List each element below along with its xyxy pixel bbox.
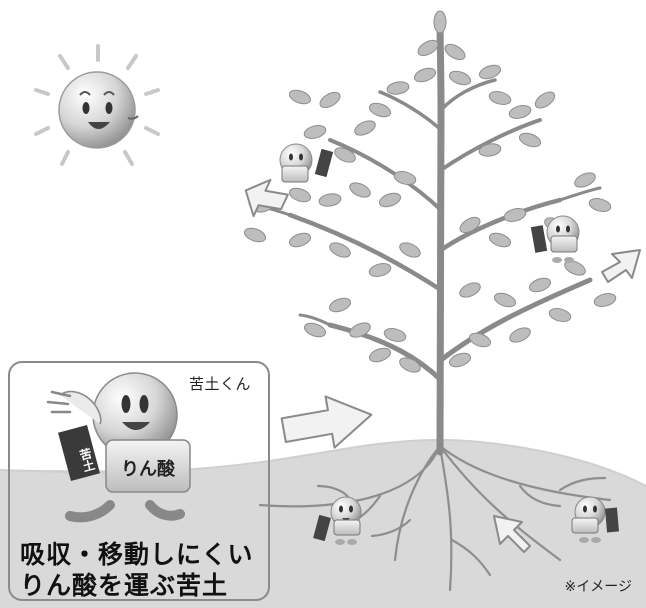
magnesium-character-icon xyxy=(46,372,185,523)
sun-icon xyxy=(34,44,160,166)
magnesium-character-icon xyxy=(279,143,334,183)
sign-board xyxy=(105,439,191,493)
arrow-icon xyxy=(601,249,641,283)
caption-line-2: りん酸を運ぶ苦土 xyxy=(20,571,229,600)
magnesium-character-icon xyxy=(313,496,362,545)
tag xyxy=(58,424,100,482)
roots xyxy=(258,444,612,592)
leaves xyxy=(242,10,618,376)
arrow-icon xyxy=(493,515,531,553)
sign-board-label: りん酸 xyxy=(121,459,175,480)
image-note: ※イメージ xyxy=(564,579,632,595)
caption-line-1: 吸収・移動しにくい xyxy=(20,540,254,569)
info-box xyxy=(8,361,270,601)
magnesium-character-icon xyxy=(530,215,580,263)
arrow-icon xyxy=(280,395,373,449)
character-name: 苦土くん xyxy=(189,375,252,393)
magnesium-character-icon xyxy=(571,496,620,543)
arrow-icon xyxy=(244,178,289,218)
